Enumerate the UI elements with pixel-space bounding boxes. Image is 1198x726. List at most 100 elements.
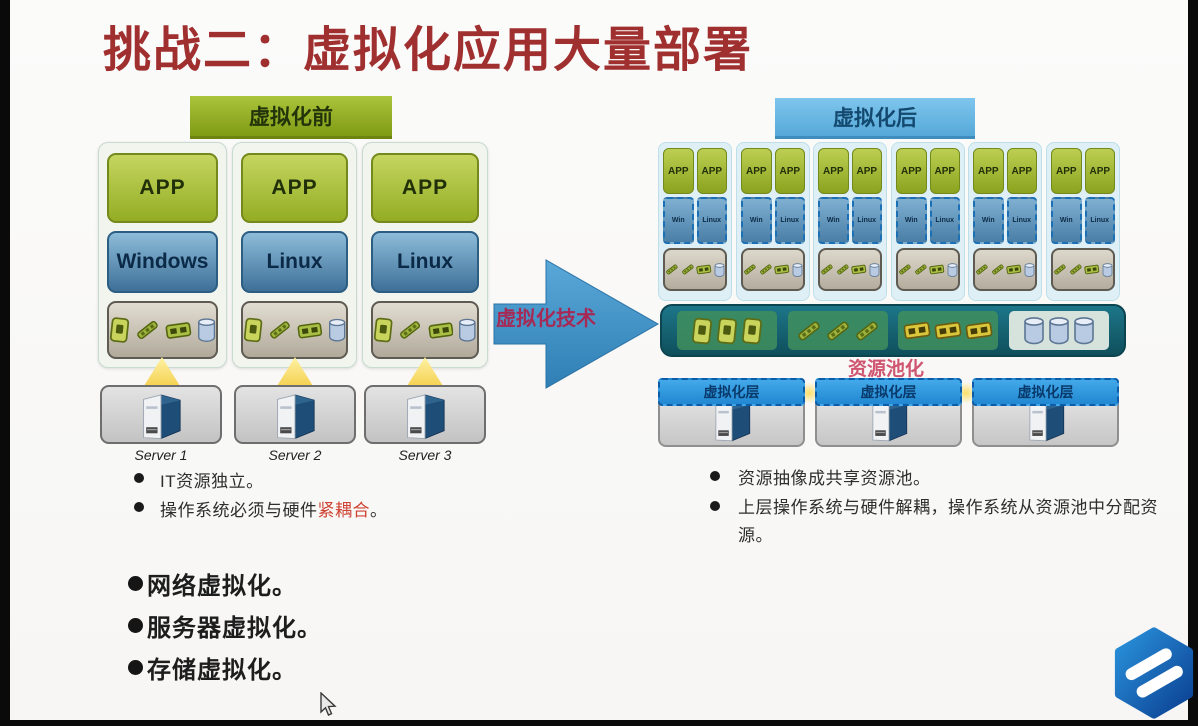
network-card-icon <box>929 263 945 276</box>
server-box-3 <box>364 385 486 444</box>
network-card-icon <box>851 263 867 276</box>
cpu-chip-icon <box>243 316 263 344</box>
storage-cylinder-icon <box>197 317 216 343</box>
storage-cylinder-icon <box>1023 316 1045 345</box>
memory-module-icon <box>268 317 292 343</box>
mini-os-box: Linux <box>1084 197 1115 244</box>
mini-app-box: APP <box>851 148 882 194</box>
bullet-dot <box>710 471 720 481</box>
before-stack-3: APP Linux <box>362 142 488 368</box>
server-label: Server 2 <box>268 447 322 463</box>
memory-module-icon <box>975 262 989 277</box>
os-box-windows: Windows <box>107 231 218 293</box>
after-stack-5: APP APP Win Linux <box>968 142 1042 301</box>
mini-os-box: Linux <box>851 197 882 244</box>
mini-hardware-box <box>741 248 805 291</box>
bullet-dot <box>128 576 143 591</box>
tower-server-icon <box>134 388 188 442</box>
mini-os-box: Win <box>663 197 694 244</box>
network-card-icon <box>696 263 712 276</box>
bullet-dot <box>134 473 144 483</box>
memory-module-icon <box>681 262 695 277</box>
server-label: Server 3 <box>398 447 452 463</box>
before-bullet-2: 操作系统必须与硬件紧耦合。 <box>160 496 388 521</box>
hardware-box <box>371 301 479 359</box>
mini-hardware-box <box>818 248 882 291</box>
mini-os-box: Linux <box>774 197 805 244</box>
mini-app-box: APP <box>696 148 727 194</box>
hardware-box <box>241 301 348 359</box>
network-card-icon <box>165 320 192 341</box>
mini-app-box: APP <box>663 148 694 194</box>
network-card-icon <box>903 320 931 341</box>
after-stack-4: APP APP Win Linux <box>891 142 965 301</box>
before-stack-1: APP Windows <box>98 142 227 368</box>
virtualization-layer-banner: 虚拟化层 <box>658 378 805 406</box>
server-box-2 <box>234 385 356 444</box>
bottom-bullet-text: 存储虚拟化。 <box>147 657 297 684</box>
memory-module-icon <box>135 317 160 343</box>
cpu-chip-icon <box>741 317 763 345</box>
slide-canvas: 挑战二：虚拟化应用大量部署 虚拟化前 APP Windows APP Linux <box>10 0 1194 720</box>
storage-cylinder-icon <box>869 262 880 278</box>
mini-os-box: Linux <box>1006 197 1037 244</box>
storage-cylinder-icon <box>328 317 346 343</box>
tower-server-icon <box>398 388 452 442</box>
cpu-chip-icon <box>109 316 130 344</box>
mini-os-box: Win <box>896 197 927 244</box>
storage-cylinder-icon <box>458 317 477 343</box>
pool-memory-group <box>787 311 888 350</box>
storage-cylinder-icon <box>1024 262 1035 278</box>
mini-hardware-box <box>1051 248 1115 291</box>
memory-module-icon <box>398 317 422 343</box>
storage-cylinder-icon <box>1073 316 1095 345</box>
mini-hardware-box <box>973 248 1037 291</box>
cpu-chip-icon <box>716 317 738 345</box>
hexagon-s-logo <box>1114 627 1194 719</box>
bullet-dot <box>710 501 720 511</box>
memory-module-icon <box>796 318 822 344</box>
after-stack-3: APP APP Win Linux <box>813 142 887 301</box>
bottom-bullet-text: 网络虚拟化。 <box>147 573 297 600</box>
mouse-cursor-icon <box>320 692 337 716</box>
network-card-icon <box>428 320 454 341</box>
cpu-chip-icon <box>373 316 393 344</box>
server-label: Server 1 <box>134 447 188 463</box>
memory-module-icon <box>914 262 928 277</box>
after-virtualization-header: 虚拟化后 <box>775 98 975 139</box>
tower-server-icon <box>268 388 322 442</box>
bullet-2-highlight: 紧耦合 <box>317 501 370 520</box>
mini-app-box: APP <box>896 148 927 194</box>
before-virtualization-header: 虚拟化前 <box>190 96 392 139</box>
mini-app-box: APP <box>774 148 805 194</box>
mini-os-box: Win <box>973 197 1004 244</box>
memory-module-icon <box>820 262 834 277</box>
mini-os-box: Linux <box>696 197 727 244</box>
app-box: APP <box>371 153 479 223</box>
memory-module-icon <box>759 262 773 277</box>
network-card-icon <box>965 320 993 341</box>
bottom-bullet-network: 网络虚拟化。 <box>128 566 297 601</box>
memory-module-icon <box>1069 262 1083 277</box>
bottom-bullet-server: 服务器虚拟化。 <box>128 608 322 643</box>
memory-module-icon <box>854 318 880 344</box>
arrow-label: 虚拟化技术 <box>496 308 596 330</box>
mini-app-box: APP <box>1084 148 1115 194</box>
storage-cylinder-icon <box>792 262 803 278</box>
after-bullet-1: 资源抽像成共享资源池。 <box>738 469 931 488</box>
memory-module-icon <box>743 262 757 277</box>
storage-cylinder-icon <box>947 262 958 278</box>
mini-os-box: Linux <box>929 197 960 244</box>
mini-os-box: Win <box>741 197 772 244</box>
storage-cylinder-icon <box>1048 316 1070 345</box>
virtualization-arrow-icon <box>493 259 660 389</box>
mini-app-box: APP <box>741 148 772 194</box>
network-card-icon <box>774 263 790 276</box>
after-stack-1: APP APP Win Linux <box>658 142 732 301</box>
bullet-dot <box>128 660 143 675</box>
os-box-linux: Linux <box>241 231 348 293</box>
memory-module-icon <box>1053 262 1067 277</box>
after-bullet-2: 上层操作系统与硬件解耦，操作系统从资源池中分配资源。 <box>738 498 1158 545</box>
pool-cpu-group <box>677 311 778 350</box>
